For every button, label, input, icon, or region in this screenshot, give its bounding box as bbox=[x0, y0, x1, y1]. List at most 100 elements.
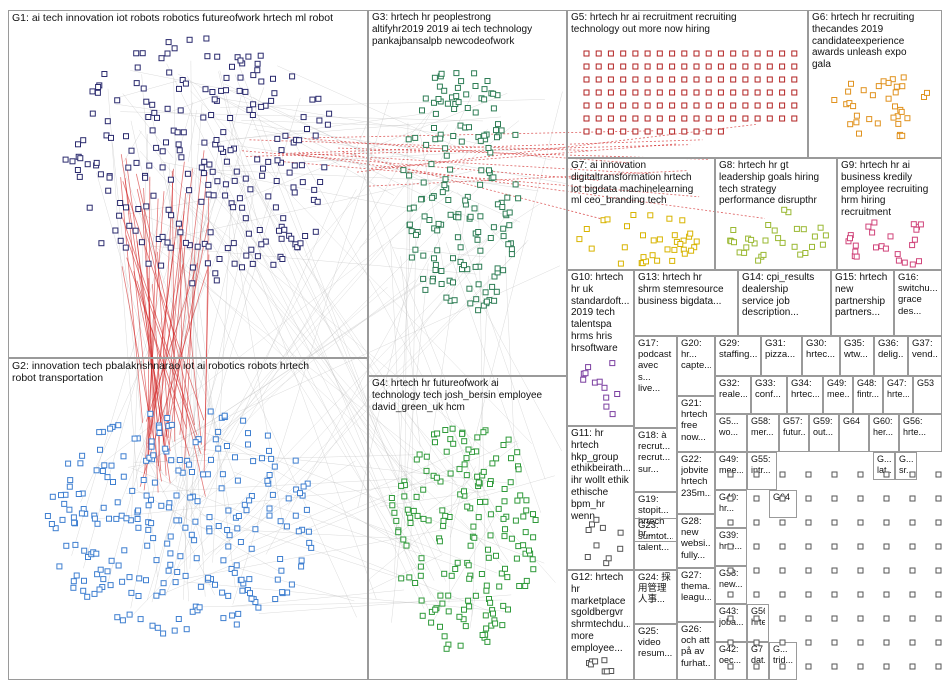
node-marker-g3 bbox=[423, 96, 428, 101]
node-marker-g1 bbox=[223, 182, 228, 187]
node-marker-g1 bbox=[146, 115, 151, 120]
node-marker-g1 bbox=[185, 171, 190, 176]
node-marker-g5 bbox=[694, 116, 699, 121]
node-marker-g1 bbox=[271, 76, 276, 81]
node-marker-g3 bbox=[420, 108, 425, 113]
node-marker-g4 bbox=[433, 440, 438, 445]
node-marker-g4 bbox=[464, 473, 469, 478]
node-marker-g1 bbox=[127, 223, 132, 228]
node-marker-g2 bbox=[169, 458, 174, 463]
node-marker-g1 bbox=[259, 242, 264, 247]
node-marker-g5 bbox=[731, 77, 736, 82]
node-marker-g3 bbox=[435, 248, 440, 253]
node-marker-g1 bbox=[190, 281, 195, 286]
node-marker-g2 bbox=[92, 591, 97, 596]
node-marker-g2 bbox=[221, 616, 226, 621]
node-marker-g4 bbox=[417, 452, 422, 457]
node-marker-g2 bbox=[157, 425, 162, 430]
node-marker-g3 bbox=[476, 308, 481, 313]
node-marker-small-group bbox=[754, 640, 759, 645]
node-marker-g2 bbox=[309, 545, 314, 550]
node-marker-g1 bbox=[165, 106, 170, 111]
node-marker-g1 bbox=[152, 110, 157, 115]
node-marker-g3 bbox=[435, 228, 440, 233]
node-marker-g3 bbox=[479, 168, 484, 173]
node-marker-g4 bbox=[527, 548, 532, 553]
node-marker-g5 bbox=[657, 77, 662, 82]
node-marker-g6 bbox=[876, 84, 881, 89]
node-marker-g1 bbox=[199, 165, 204, 170]
node-marker-g4 bbox=[497, 584, 502, 589]
node-marker-g1 bbox=[177, 86, 182, 91]
node-marker-g5 bbox=[682, 103, 687, 108]
node-marker-g3 bbox=[495, 266, 500, 271]
node-marker-g5 bbox=[743, 90, 748, 95]
node-marker-g2 bbox=[163, 446, 168, 451]
node-marker-g2 bbox=[81, 588, 86, 593]
node-marker-g2 bbox=[94, 468, 99, 473]
node-marker-g4 bbox=[434, 475, 439, 480]
node-marker-g7 bbox=[648, 213, 653, 218]
node-marker-g4 bbox=[429, 620, 434, 625]
node-marker-g9 bbox=[848, 236, 853, 241]
node-marker-g3 bbox=[455, 235, 460, 240]
node-marker-g2 bbox=[189, 532, 194, 537]
node-marker-small-group bbox=[806, 616, 811, 621]
node-marker-g1 bbox=[129, 148, 134, 153]
node-marker-small-group bbox=[728, 568, 733, 573]
node-marker-g5 bbox=[608, 77, 613, 82]
node-marker-g1 bbox=[214, 138, 219, 143]
node-marker-g1 bbox=[160, 149, 165, 154]
node-marker-g7 bbox=[641, 233, 646, 238]
node-marker-g3 bbox=[485, 79, 490, 84]
node-marker-g9 bbox=[914, 227, 919, 232]
node-marker-g1 bbox=[269, 98, 274, 103]
node-marker-g5 bbox=[584, 51, 589, 56]
node-marker-g1 bbox=[146, 261, 151, 266]
node-marker-g3 bbox=[494, 289, 499, 294]
node-marker-g5 bbox=[657, 129, 662, 134]
node-marker-g7 bbox=[672, 233, 677, 238]
node-marker-g4 bbox=[444, 646, 449, 651]
node-marker-g5 bbox=[608, 90, 613, 95]
node-marker-g1 bbox=[159, 263, 164, 268]
node-marker-g3 bbox=[451, 134, 456, 139]
node-marker-g2 bbox=[85, 594, 90, 599]
node-marker-g3 bbox=[421, 180, 426, 185]
node-marker-g2 bbox=[73, 542, 78, 547]
node-marker-g4 bbox=[524, 498, 529, 503]
node-marker-g4 bbox=[440, 508, 445, 513]
node-marker-g1 bbox=[178, 230, 183, 235]
node-marker-g2 bbox=[166, 505, 171, 510]
node-marker-g2 bbox=[114, 516, 119, 521]
node-marker-g1 bbox=[243, 216, 248, 221]
node-marker-g11 bbox=[606, 556, 611, 561]
node-marker-g3 bbox=[446, 198, 451, 203]
node-marker-g1 bbox=[155, 115, 160, 120]
node-marker-g2 bbox=[247, 498, 252, 503]
node-marker-g4 bbox=[524, 578, 529, 583]
node-marker-g11 bbox=[585, 555, 590, 560]
node-marker-g2 bbox=[150, 623, 155, 628]
node-marker-g1 bbox=[255, 68, 260, 73]
node-marker-g2 bbox=[121, 474, 126, 479]
node-marker-g4 bbox=[411, 508, 416, 513]
node-marker-g2 bbox=[82, 548, 87, 553]
node-marker-g4 bbox=[473, 593, 478, 598]
node-marker-small-group bbox=[936, 496, 941, 501]
node-marker-g5 bbox=[657, 90, 662, 95]
node-marker-g1 bbox=[209, 113, 214, 118]
node-marker-g2 bbox=[208, 409, 213, 414]
node-marker-g5 bbox=[682, 129, 687, 134]
node-marker-small-group bbox=[728, 592, 733, 597]
node-marker-g2 bbox=[270, 492, 275, 497]
node-marker-small-group bbox=[728, 544, 733, 549]
node-marker-g5 bbox=[706, 77, 711, 82]
node-marker-g5 bbox=[596, 77, 601, 82]
node-marker-g4 bbox=[531, 567, 536, 572]
node-marker-g1 bbox=[133, 228, 138, 233]
node-marker-g7 bbox=[670, 258, 675, 263]
node-marker-g4 bbox=[494, 456, 499, 461]
node-marker-g3 bbox=[484, 299, 489, 304]
